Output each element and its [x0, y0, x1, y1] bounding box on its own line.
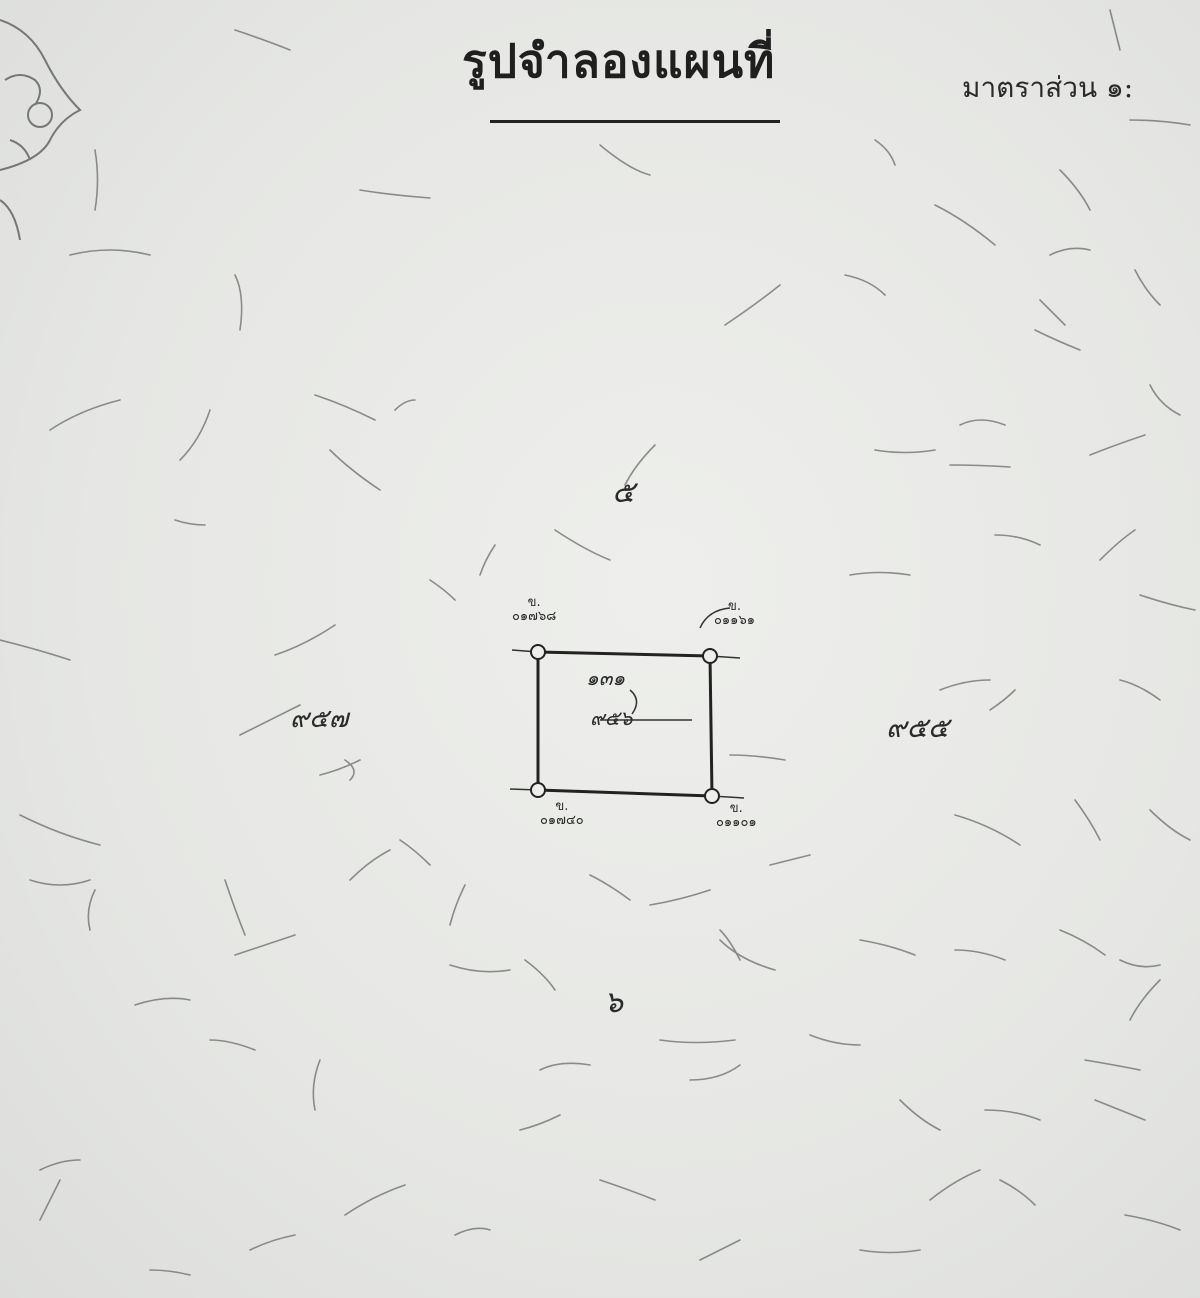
parcel-sub-number: ๙๕๖ — [590, 706, 633, 730]
boundary-marker-top-left — [530, 644, 546, 660]
boundary-marker-bottom-left — [530, 782, 546, 798]
marker-label-bottom-left: ข. ๐๑๗๔๐ — [540, 800, 584, 827]
marker-prefix: ข. — [555, 799, 569, 814]
marker-prefix: ข. — [729, 801, 743, 816]
marker-label-top-left: ข. ๐๑๗๖๘ — [512, 596, 556, 623]
adjacent-parcel-east: ๙๕๕ — [886, 711, 949, 744]
parcel-curve — [629, 689, 638, 715]
marker-prefix: ข. — [527, 595, 541, 610]
stamp-mark — [0, 19, 82, 241]
scale-label: มาตราส่วน ๑: — [962, 71, 1134, 104]
marker-curve — [699, 607, 731, 629]
parcel-boundary-bottom — [536, 788, 714, 798]
parcel-number: ๑๓๑ — [586, 666, 626, 690]
parcel-boundary-top — [536, 650, 712, 658]
parcel-boundary-right — [708, 654, 714, 798]
adjacent-parcel-south: ๖ — [604, 985, 624, 1020]
marker-label-top-right: ข. ๐๑๑๖๑ — [714, 600, 755, 627]
marker-code: ๐๑๑๖๑ — [714, 612, 755, 628]
marker-code: ๐๑๑๐๑ — [716, 814, 757, 830]
marker-code: ๐๑๗๔๐ — [540, 812, 584, 828]
adjacent-parcel-west: ๙๕๗ — [290, 704, 349, 734]
marker-code: ๐๑๗๖๘ — [512, 608, 557, 624]
title-underline — [490, 120, 780, 123]
marker-label-bottom-right: ข. ๐๑๑๐๑ — [716, 802, 757, 829]
marker-prefix: ข. — [727, 599, 741, 614]
adjacent-parcel-north: ๕ — [612, 475, 635, 510]
document-title: รูปจำลองแผนที่ — [462, 34, 776, 88]
boundary-marker-bottom-right — [704, 788, 720, 804]
boundary-marker-top-right — [702, 648, 718, 664]
